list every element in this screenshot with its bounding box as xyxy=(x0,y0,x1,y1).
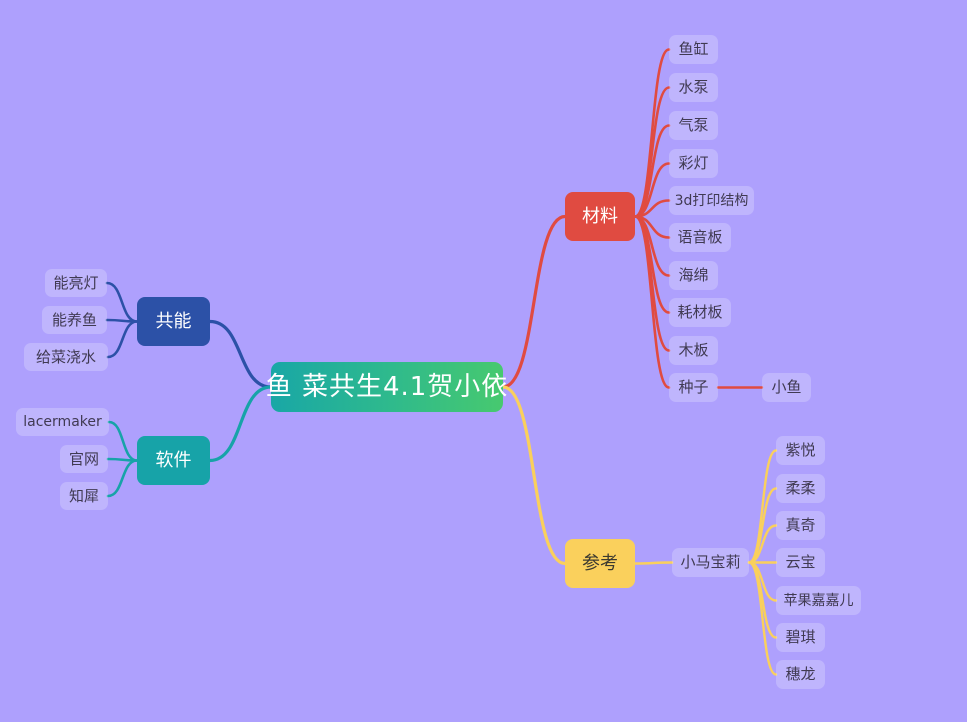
leaf-node-gongneng-0[interactable]: 能亮灯 xyxy=(45,269,107,297)
connector xyxy=(501,385,567,566)
branch-node-gongneng[interactable]: 共能 xyxy=(137,297,210,346)
connector xyxy=(747,524,778,564)
connector xyxy=(208,319,273,389)
leaf-node-cailiao-6[interactable]: 海绵 xyxy=(669,261,718,290)
branch-node-ruanjian[interactable]: 软件 xyxy=(137,436,210,485)
connector xyxy=(633,215,671,239)
leaf-node-gongneng-1[interactable]: 能养鱼 xyxy=(42,306,107,334)
leaf-node-ruanjian-0[interactable]: lacermaker xyxy=(16,408,109,436)
leaf-node-cailiao-4[interactable]: 3d打印结构 xyxy=(669,186,754,215)
connector xyxy=(633,215,671,277)
leaf-node-cankao-0-6[interactable]: 穗龙 xyxy=(776,660,825,689)
branch-node-cankao[interactable]: 参考 xyxy=(565,539,635,588)
connector xyxy=(747,449,778,564)
connector xyxy=(501,214,567,389)
leaf-node-cankao-0-1[interactable]: 柔柔 xyxy=(776,474,825,503)
connector xyxy=(633,199,671,218)
branch-node-cailiao[interactable]: 材料 xyxy=(565,192,635,241)
leaf-node-cailiao-3[interactable]: 彩灯 xyxy=(669,149,718,178)
leaf-node-cailiao-0[interactable]: 鱼缸 xyxy=(669,35,718,64)
root-node[interactable]: 鱼 菜共生4.1贺小依 xyxy=(266,362,507,412)
leaf-node-ruanjian-1[interactable]: 官网 xyxy=(60,445,108,473)
connector xyxy=(633,124,671,218)
connector xyxy=(106,320,139,359)
connector xyxy=(633,561,674,565)
connector xyxy=(633,86,671,218)
leaf-node-gongneng-2[interactable]: 给菜浇水 xyxy=(24,343,108,371)
leaf-node-cailiao-5[interactable]: 语音板 xyxy=(669,223,731,252)
leaf-node-cailiao-9-0[interactable]: 小鱼 xyxy=(762,373,811,402)
leaf-node-cailiao-2[interactable]: 气泵 xyxy=(669,111,718,140)
leaf-node-cankao-0-3[interactable]: 云宝 xyxy=(776,548,825,577)
connector xyxy=(105,281,139,323)
leaf-node-cailiao-7[interactable]: 耗材板 xyxy=(669,298,731,327)
leaf-node-cankao-0-5[interactable]: 碧琪 xyxy=(776,623,825,652)
leaf-node-ruanjian-2[interactable]: 知犀 xyxy=(60,482,108,510)
connector xyxy=(633,162,671,218)
connector xyxy=(633,215,671,389)
connector xyxy=(747,561,778,676)
connector xyxy=(747,561,778,639)
leaf-node-cailiao-9[interactable]: 种子 xyxy=(669,373,718,402)
connector xyxy=(633,215,671,352)
connector xyxy=(107,420,139,462)
leaf-node-cankao-0-4[interactable]: 苹果嘉嘉儿 xyxy=(776,586,861,615)
connector xyxy=(106,457,139,462)
leaf-node-cankao-0-2[interactable]: 真奇 xyxy=(776,511,825,540)
connector xyxy=(747,487,778,564)
connector xyxy=(633,48,671,218)
connector xyxy=(105,318,139,323)
leaf-node-cailiao-8[interactable]: 木板 xyxy=(669,336,718,365)
connector xyxy=(106,459,139,498)
leaf-node-cankao-0-0[interactable]: 紫悦 xyxy=(776,436,825,465)
connector xyxy=(747,561,778,602)
leaf-node-cailiao-1[interactable]: 水泵 xyxy=(669,73,718,102)
leaf-node-cankao-0[interactable]: 小马宝莉 xyxy=(672,548,749,577)
connector xyxy=(633,215,671,314)
connector xyxy=(208,385,273,463)
